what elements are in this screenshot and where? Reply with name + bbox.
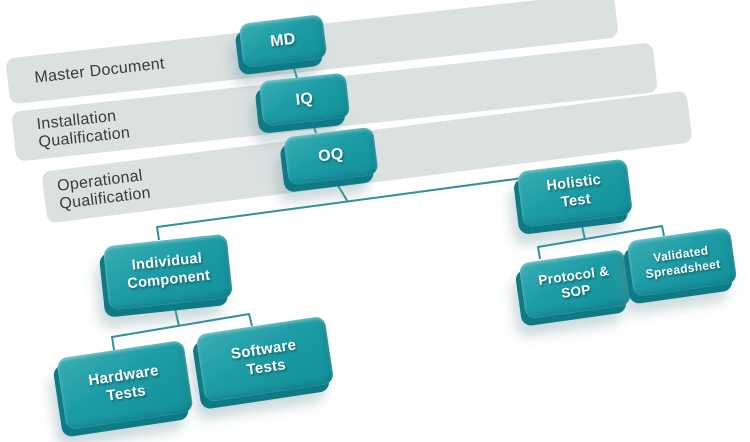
edge-oq-branches xyxy=(156,176,531,241)
node-individual-component-label: Individual Component xyxy=(126,250,212,293)
edge-iq-oq xyxy=(311,120,317,134)
node-software-tests-label: Software Tests xyxy=(229,336,298,379)
node-iq-label: IQ xyxy=(294,89,315,109)
node-hardware-tests-label: Hardware Tests xyxy=(87,361,160,405)
edge-md-iq xyxy=(291,61,298,79)
edge-holistic-stem xyxy=(580,220,586,241)
node-holistic-test-label: Holistic Test xyxy=(545,172,602,211)
node-md-label: MD xyxy=(269,30,297,51)
node-individual-component: Individual Component xyxy=(102,233,234,311)
node-validated-spreadsheet-label: Validated Spreadsheet xyxy=(644,243,722,282)
edge-individual-branches xyxy=(111,313,253,351)
node-oq-label: OQ xyxy=(317,145,345,166)
edge-oq-stem xyxy=(336,183,349,203)
node-iq: IQ xyxy=(258,72,351,127)
edge-holistic-branches xyxy=(537,225,665,260)
edge-individual-stem xyxy=(173,303,180,327)
node-protocol-sop-label: Protocol & SOP xyxy=(537,262,611,301)
